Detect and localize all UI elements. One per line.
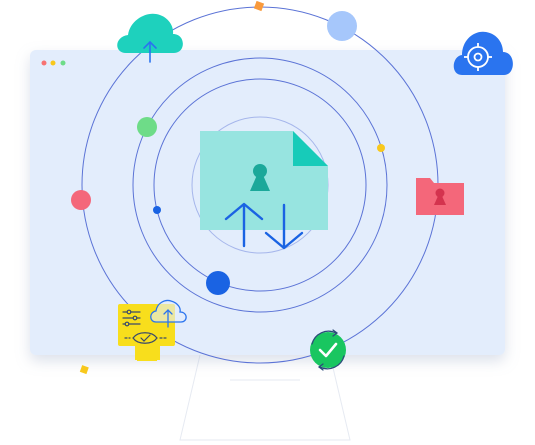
locked-folder-icon	[416, 178, 464, 215]
window-dot-red	[41, 60, 47, 66]
gear-icon	[464, 43, 492, 71]
cloud-settings-icon	[453, 31, 513, 75]
orbit-dot-red	[71, 190, 91, 210]
window-dot-yellow	[50, 60, 56, 66]
orbit-diamond-yellow	[79, 365, 89, 375]
orbit-dot-green	[137, 117, 157, 137]
monitor-stand	[179, 354, 351, 441]
locked-document-icon	[200, 131, 328, 230]
orbit-dot-yellow	[377, 144, 385, 152]
settings-panel-icon	[118, 299, 187, 361]
orbit-dot-light-blue	[327, 11, 357, 41]
window-dot-green	[60, 60, 66, 66]
orbit-diamond-orange	[253, 0, 265, 12]
orbit-dot-small-blue	[153, 206, 161, 214]
cloud-upload-icon	[117, 13, 183, 63]
check-sync-icon	[310, 329, 346, 371]
orbit-dot-blue	[206, 271, 230, 295]
sync-arrows-icon	[224, 202, 304, 250]
